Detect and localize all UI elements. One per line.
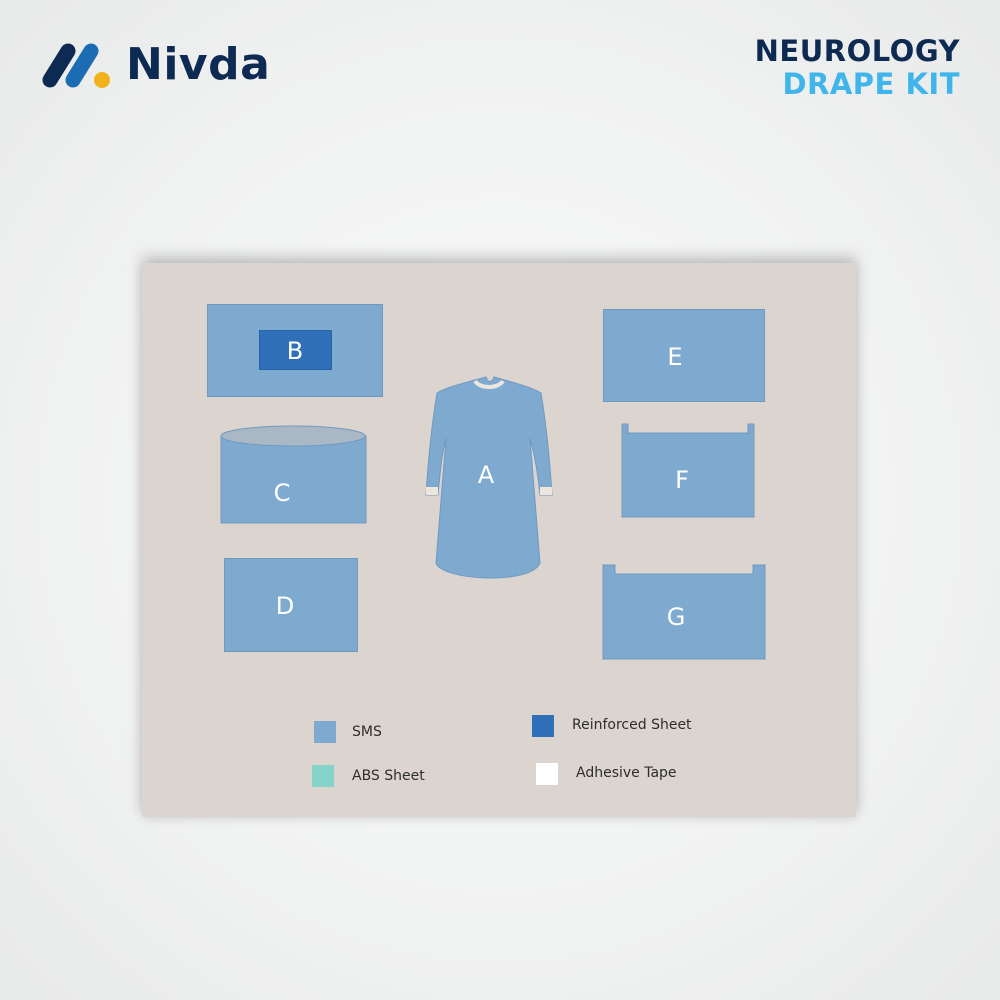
- item-c-label: C: [273, 479, 291, 507]
- item-c-cylinder-icon: [220, 425, 367, 524]
- title-line-2: DRAPE KIT: [782, 67, 960, 101]
- item-g-pocket-icon: [602, 564, 766, 660]
- title-line-1: NEUROLOGY: [754, 34, 960, 68]
- product-title: NEUROLOGY DRAPE KIT: [755, 37, 960, 99]
- item-a-label: A: [477, 461, 495, 489]
- item-b-label: B: [286, 337, 304, 365]
- brand-logo: Nivda: [40, 40, 270, 90]
- item-e-drape: [603, 309, 765, 402]
- item-f-pocket-icon: [621, 423, 755, 518]
- legend-sms-label: SMS: [352, 724, 382, 740]
- legend-abs-swatch: [312, 765, 334, 787]
- legend-abs-label: ABS Sheet: [352, 768, 425, 784]
- legend-reinforced-label: Reinforced Sheet: [572, 717, 692, 733]
- legend-sms-swatch: [314, 721, 336, 743]
- item-d-label: D: [275, 592, 295, 620]
- item-g-label: G: [666, 603, 686, 631]
- item-d-drape: [224, 558, 358, 652]
- nivda-logo-icon: [42, 43, 110, 88]
- legend-adhesive-swatch: [536, 763, 558, 785]
- brand-name: Nivda: [126, 39, 271, 90]
- item-f-label: F: [675, 466, 689, 494]
- legend-reinforced-swatch: [532, 715, 554, 737]
- kit-diagram-card: B C D A E F G SMS Reinforced Sheet ABS S…: [142, 263, 856, 817]
- item-a-gown-icon: [425, 376, 553, 579]
- item-b-reinforced-area: [259, 330, 332, 370]
- item-e-label: E: [667, 343, 683, 371]
- legend-adhesive-label: Adhesive Tape: [576, 765, 677, 781]
